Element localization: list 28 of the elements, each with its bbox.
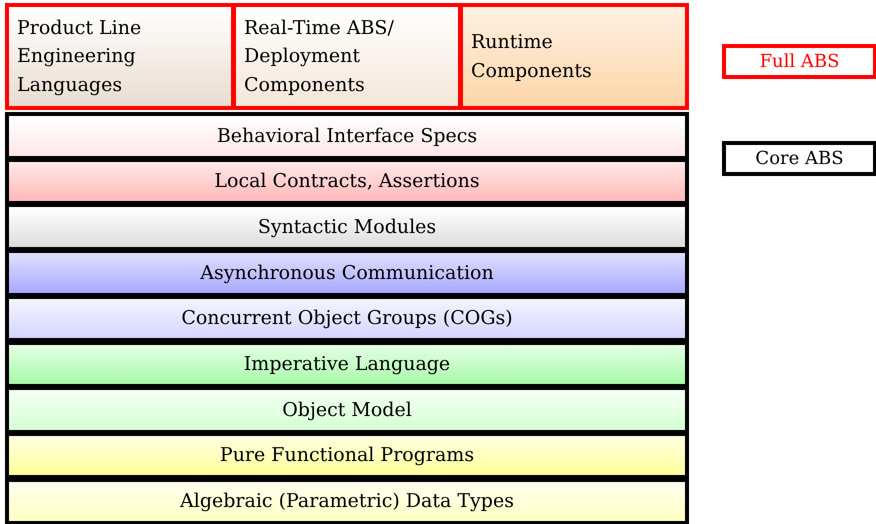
layer-label: Object Model [282, 398, 412, 423]
layer-box [5, 203, 689, 251]
layer-label: Concurrent Object Groups (COGs) [181, 306, 513, 332]
component-box [459, 3, 689, 110]
label-box [722, 44, 876, 79]
layer-box [5, 432, 689, 480]
component-label: Product Line Engineering Languages [17, 16, 142, 98]
component-box [5, 3, 235, 110]
layer-box [5, 158, 689, 206]
layer-box [5, 478, 689, 524]
component-label: Real-Time ABS/ Deployment Components [244, 16, 395, 98]
component-box [232, 3, 462, 110]
layer-box [5, 340, 689, 388]
layer-label: Imperative Language [244, 352, 450, 377]
layer-box [5, 386, 689, 434]
layer-label: Local Contracts, Assertions [214, 169, 480, 194]
layer-label: Behavioral Interface Specs [216, 124, 478, 148]
layer-label: Asynchronous Communication [200, 260, 494, 286]
layer-label: Algebraic (Parametric) Data Types [180, 489, 514, 514]
layer-box [5, 249, 689, 297]
layer-label: Pure Functional Programs [220, 443, 474, 468]
layer-label: Core ABS [755, 147, 844, 171]
layer-label: Syntactic Modules [258, 214, 436, 240]
layer-box [5, 112, 689, 160]
component-label: Runtime Components [471, 30, 593, 84]
label-box [722, 141, 876, 176]
layer-label: Full ABS [760, 50, 840, 74]
layer-box [5, 294, 689, 342]
